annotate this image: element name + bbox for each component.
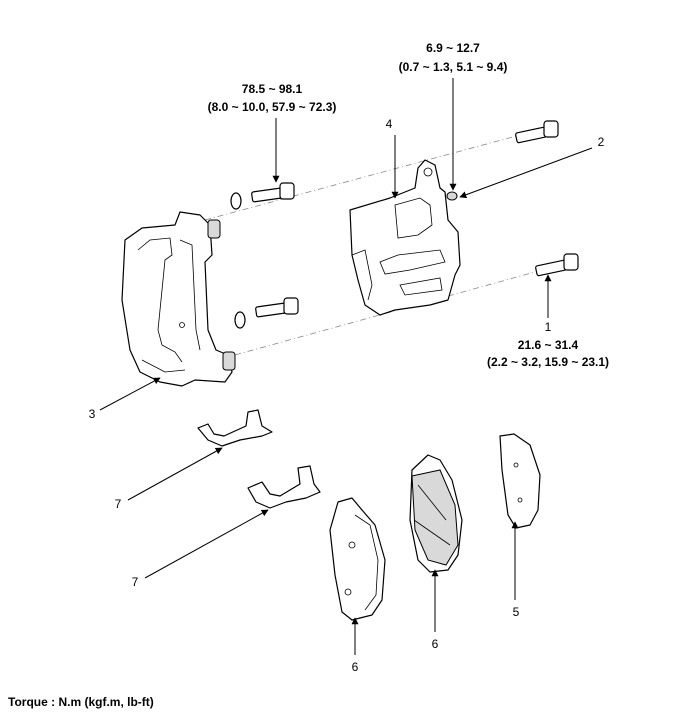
torque-caliper-bleeder-value: 6.9 ~ 12.7 xyxy=(426,41,480,55)
callout-5: 5 xyxy=(513,605,520,619)
bracket-bolt-lower xyxy=(234,297,299,329)
bracket-bolt-upper xyxy=(230,182,295,210)
torque-units-note: Torque : N.m (kgf.m, lb-ft) xyxy=(8,695,154,709)
callout-7-lower-clip: 7 xyxy=(132,575,139,589)
caliper-bracket xyxy=(121,211,236,387)
torque-caliper-bleeder-conversion: (0.7 ~ 1.3, 5.1 ~ 9.4) xyxy=(399,60,508,74)
leader-lines xyxy=(99,78,593,655)
pad-retainer-clip-upper xyxy=(197,409,273,447)
brake-pad-inner xyxy=(329,497,386,621)
pad-retainer-clip-lower xyxy=(247,465,321,509)
callout-2: 2 xyxy=(598,135,605,149)
guide-bolt-upper xyxy=(515,120,559,144)
torque-bracket-bolt-conversion: (8.0 ~ 10.0, 57.9 ~ 72.3) xyxy=(208,100,337,114)
callout-6-outer-pad: 6 xyxy=(432,637,439,651)
torque-guide-bolt-conversion: (2.2 ~ 3.2, 15.9 ~ 23.1) xyxy=(487,355,609,369)
pad-shim xyxy=(499,433,541,529)
callout-6-inner-pad: 6 xyxy=(352,660,359,674)
callout-7-upper-clip: 7 xyxy=(115,497,122,511)
torque-guide-bolt-value: 21.6 ~ 31.4 xyxy=(518,338,579,352)
assembly-center-lines xyxy=(204,134,536,356)
callout-3: 3 xyxy=(89,407,96,421)
caliper-body xyxy=(349,159,461,316)
callout-4: 4 xyxy=(386,117,393,131)
torque-bracket-bolt-value: 78.5 ~ 98.1 xyxy=(242,82,303,96)
guide-bolt-lower xyxy=(535,253,579,277)
brake-pad-outer xyxy=(409,454,463,573)
callout-1: 1 xyxy=(545,320,552,334)
